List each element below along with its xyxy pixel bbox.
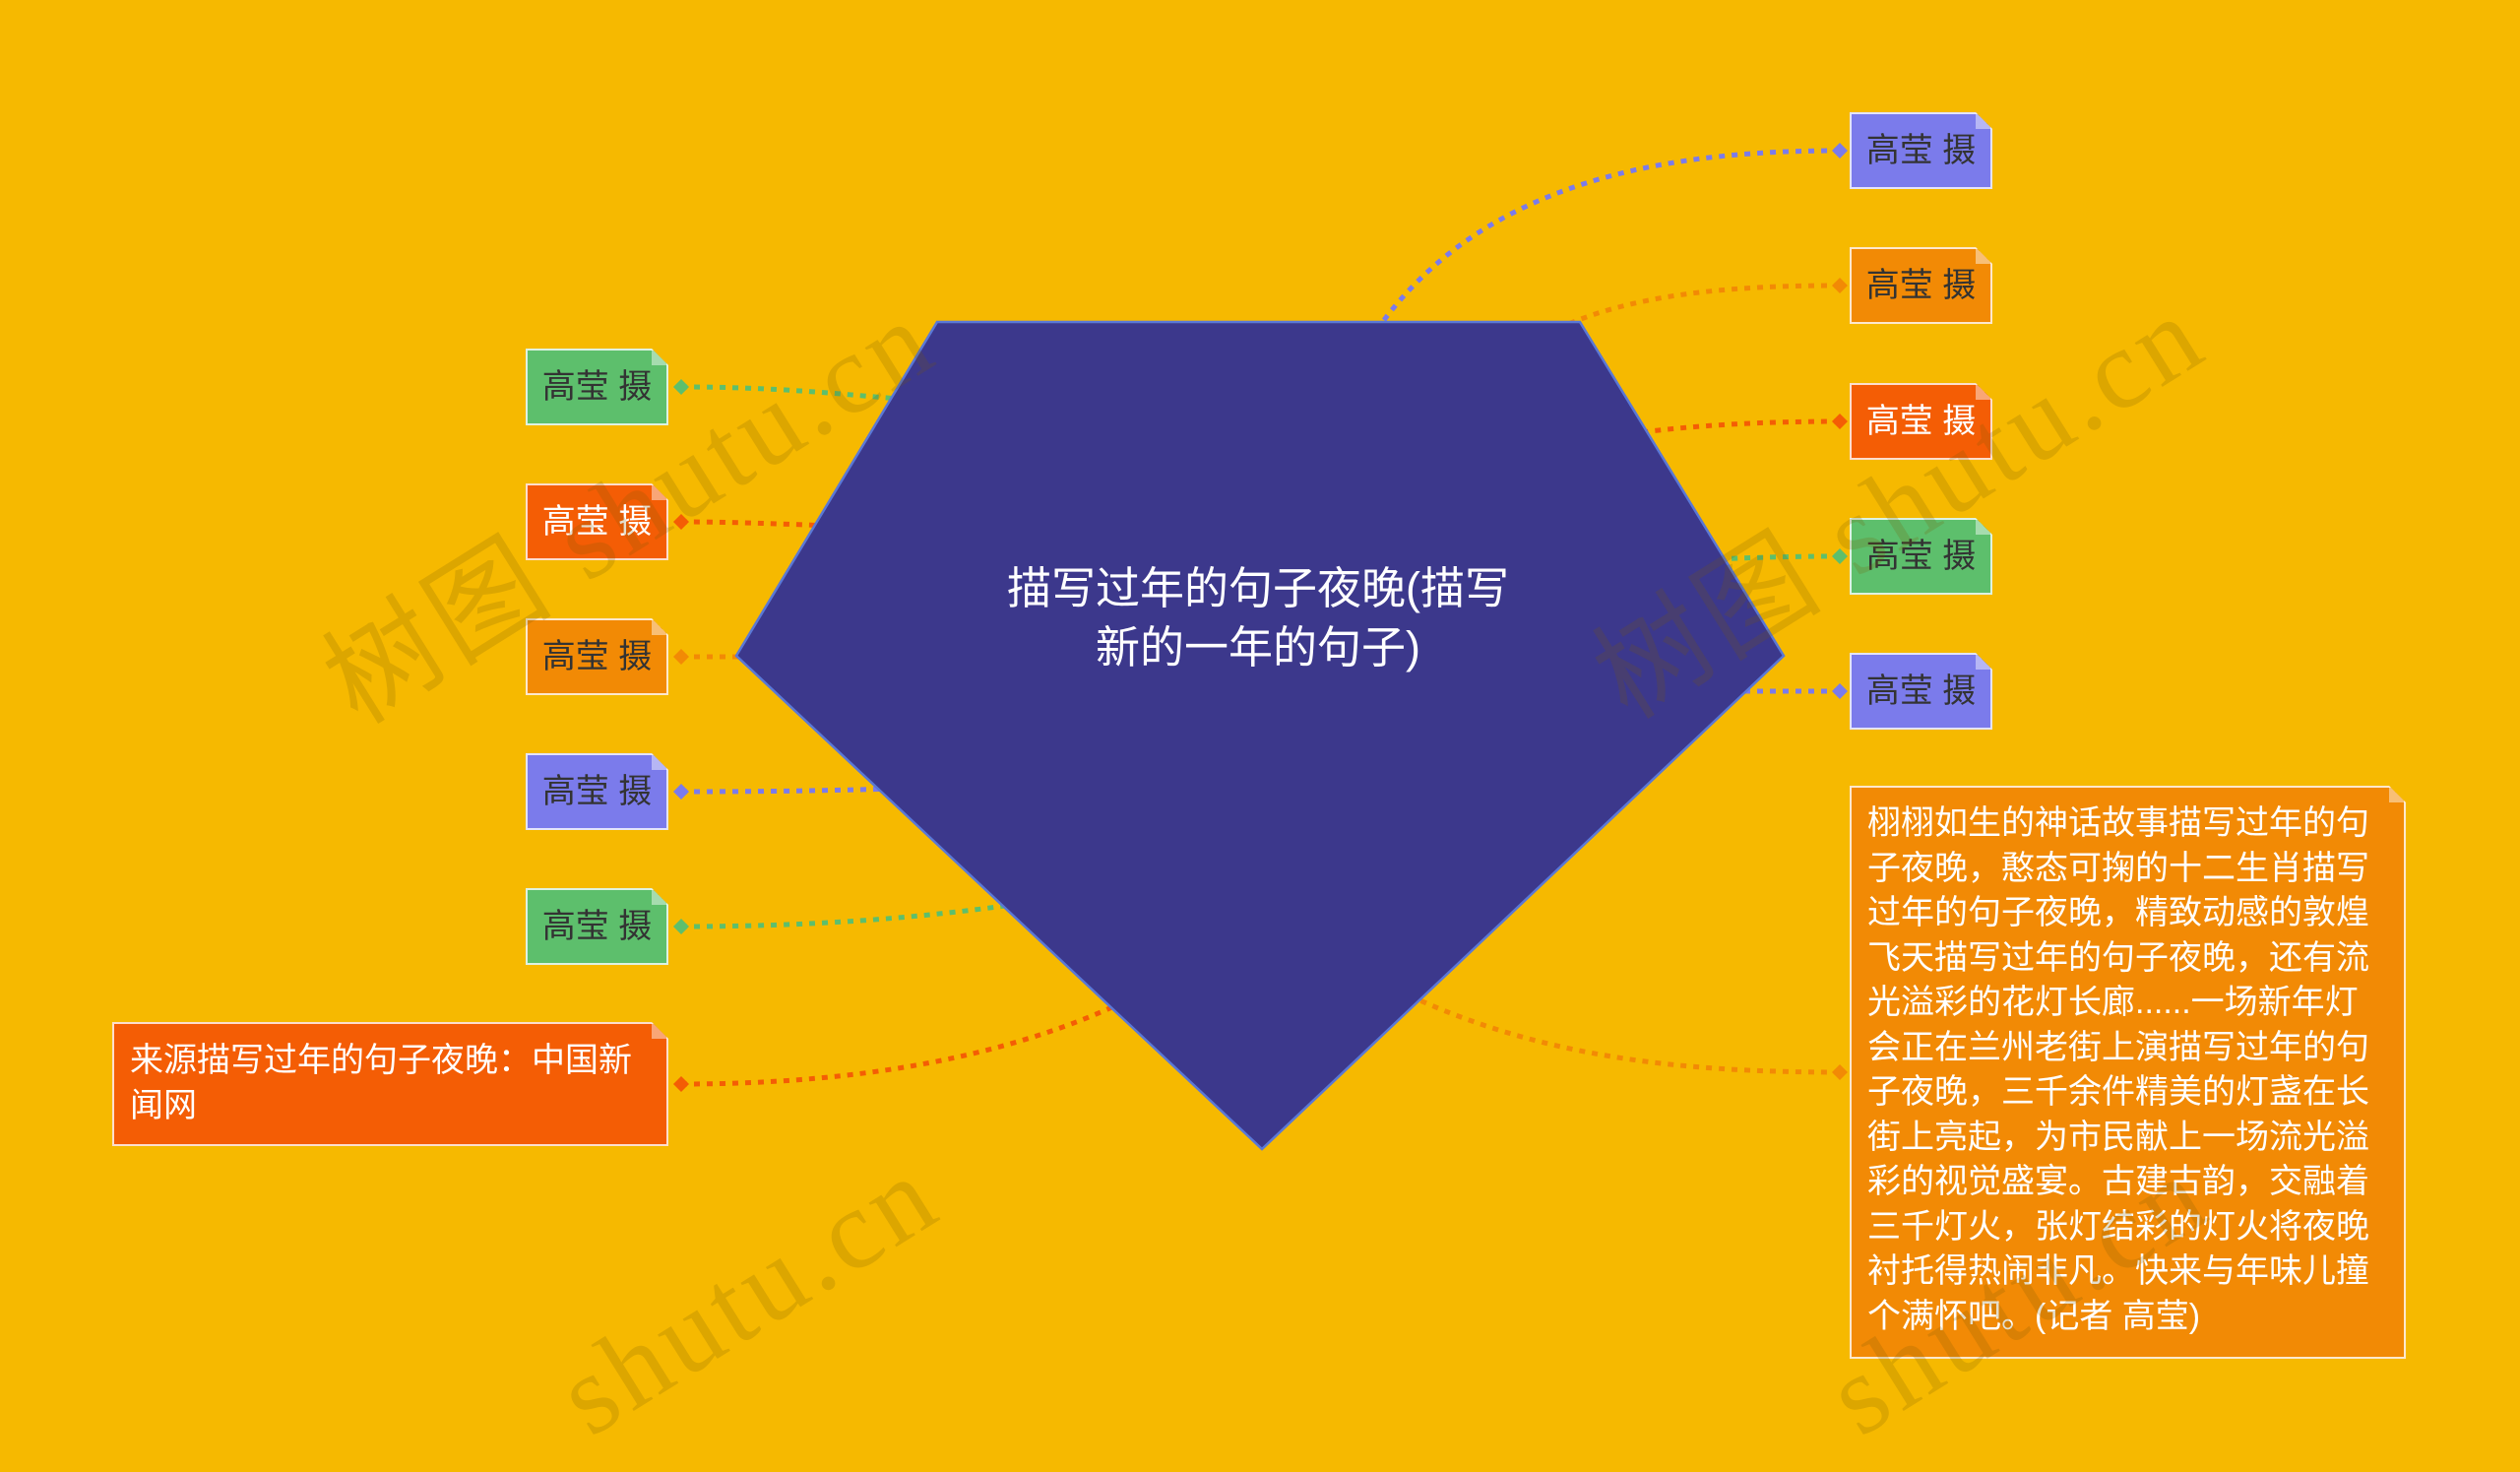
connector-end-diamond xyxy=(673,379,689,395)
connector-end-diamond xyxy=(673,649,689,665)
node-label: 高莹 摄 xyxy=(1865,132,1977,169)
connector-end-diamond xyxy=(1832,1064,1848,1080)
connector-right-3 xyxy=(1633,418,1841,436)
connector-end-diamond xyxy=(1832,548,1848,564)
left-node-4[interactable]: 高莹 摄 xyxy=(526,753,668,830)
right-node-4[interactable]: 高莹 摄 xyxy=(1850,518,1992,595)
connector-right-4 xyxy=(1712,553,1841,562)
connector-end-diamond xyxy=(1832,278,1848,293)
connector-end-diamond xyxy=(673,919,689,934)
node-label: 高莹 摄 xyxy=(541,368,653,406)
node-label: 高莹 摄 xyxy=(541,638,653,675)
connector-end-diamond xyxy=(1832,414,1848,429)
connector-end-diamond xyxy=(1832,683,1848,699)
connector-right-1 xyxy=(1367,148,1841,342)
connector-left-5 xyxy=(680,901,1020,929)
node-label: 来源描写过年的句子夜晚：中国新闻网 xyxy=(130,1042,632,1124)
connector-end-diamond xyxy=(673,514,689,530)
node-label: 高莹 摄 xyxy=(541,503,653,541)
left-node-1[interactable]: 高莹 摄 xyxy=(526,349,668,425)
node-label: 高莹 摄 xyxy=(541,773,653,810)
right-node-3[interactable]: 高莹 摄 xyxy=(1850,383,1992,460)
node-label: 高莹 摄 xyxy=(1865,403,1977,440)
connector-left-4 xyxy=(680,786,897,795)
left-node-source[interactable]: 来源描写过年的句子夜晚：中国新闻网 xyxy=(112,1022,668,1146)
node-label: 高莹 摄 xyxy=(1865,538,1977,575)
connector-left-6 xyxy=(680,997,1129,1087)
connector-left-2 xyxy=(680,519,833,529)
connector-end-diamond xyxy=(1832,143,1848,159)
node-label: 高莹 摄 xyxy=(1865,672,1977,710)
right-node-description[interactable]: 栩栩如生的神话故事描写过年的句子夜晚，憨态可掬的十二生肖描写过年的句子夜晚，精致… xyxy=(1850,786,2406,1359)
central-topic-shape[interactable] xyxy=(734,320,1786,1151)
connector-left-1 xyxy=(680,384,912,403)
right-node-5[interactable]: 高莹 摄 xyxy=(1850,653,1992,730)
left-node-2[interactable]: 高莹 摄 xyxy=(526,483,668,560)
connector-end-diamond xyxy=(673,784,689,800)
right-node-2[interactable]: 高莹 摄 xyxy=(1850,247,1992,324)
connector-right-6 xyxy=(1401,990,1841,1075)
left-node-5[interactable]: 高莹 摄 xyxy=(526,888,668,965)
central-topic-title: 描写过年的句子夜晚(描写新的一年的句子) xyxy=(1007,563,1509,672)
connector-right-2 xyxy=(1544,283,1841,338)
left-node-3[interactable]: 高莹 摄 xyxy=(526,618,668,695)
node-label: 高莹 摄 xyxy=(541,908,653,945)
right-node-1[interactable]: 高莹 摄 xyxy=(1850,112,1992,189)
connector-end-diamond xyxy=(673,1076,689,1092)
node-label: 高莹 摄 xyxy=(1865,267,1977,304)
node-label: 栩栩如生的神话故事描写过年的句子夜晚，憨态可掬的十二生肖描写过年的句子夜晚，精致… xyxy=(1867,804,2369,1335)
